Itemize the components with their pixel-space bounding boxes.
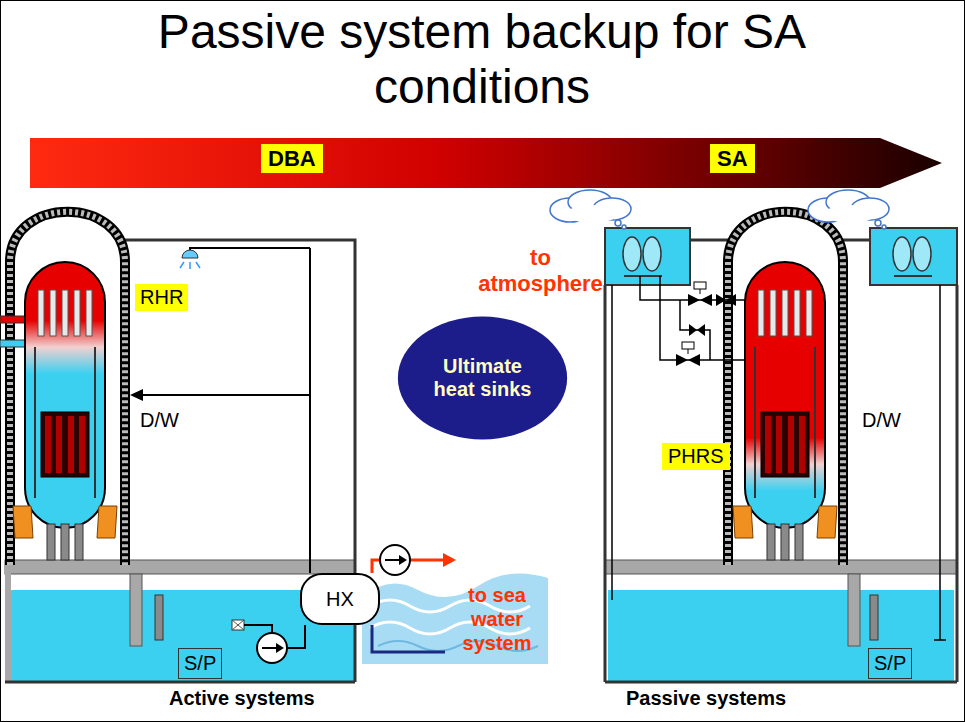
sea-water-part: [380, 545, 410, 575]
zone-label: D/W: [862, 408, 901, 432]
passive-plant-part-part: [716, 294, 726, 306]
passive-plant-part-part: [700, 294, 712, 306]
section-caption: Passive systems: [626, 686, 786, 710]
node-text: Ultimate heat sinks: [423, 355, 543, 401]
passive-plant-part-part: [688, 354, 700, 366]
page-title: Passive system backup for SA conditions: [102, 4, 862, 114]
steam-cloud-part: [882, 225, 886, 229]
passive-plant-part: [608, 590, 954, 682]
active-plant-part: [13, 262, 117, 560]
heat-exchanger-box: HX: [300, 573, 380, 625]
active-plant-part: [5, 560, 11, 682]
node-text: S/P: [184, 652, 216, 675]
phase-tag: SA: [710, 144, 755, 173]
active-plant-part: [262, 647, 278, 649]
active-plant-part: [10, 212, 125, 565]
passive-plant-part: [605, 240, 957, 682]
active-plant-part: [244, 625, 272, 633]
passive-plant-part: [676, 294, 736, 366]
passive-plant-part-part: [688, 294, 700, 306]
steam-cloud-part: [566, 205, 618, 223]
flow-note: to atmosphere: [473, 245, 608, 298]
heat-sink-ellipse: Ultimate heat sinks: [397, 316, 568, 440]
passive-plant-part-part: [697, 324, 705, 336]
passive-plant-part-part: [733, 290, 837, 560]
passive-plant-part: [848, 574, 860, 646]
active-plant-part: [232, 620, 244, 630]
phase-tag: DBA: [261, 144, 323, 173]
steam-cloud-part: [875, 220, 881, 226]
passive-plant-part: [640, 276, 745, 360]
steam-cloud: [550, 190, 889, 229]
passive-plant-part: [733, 262, 837, 560]
passive-plant-part: [688, 289, 700, 354]
passive-plant-part: [605, 560, 957, 574]
section-caption: Active systems: [169, 686, 315, 710]
sea-water-part: [372, 625, 445, 652]
sea-water-part: [362, 574, 548, 665]
steam-cloud-part: [622, 225, 626, 229]
flow-note: to sea water system: [447, 583, 547, 655]
sea-water: [362, 545, 548, 664]
ellipse-shape: [398, 317, 567, 440]
system-tag: RHR: [135, 284, 188, 311]
passive-plant-part-part: [726, 294, 736, 306]
passive-plant: [605, 212, 957, 682]
system-tag: PHRS: [662, 443, 730, 470]
passive-plant-part-part: [893, 237, 911, 271]
node-text: HX: [326, 588, 354, 611]
passive-plant-part-part: [643, 237, 661, 271]
pool-tag: S/P: [178, 648, 222, 679]
active-plant-part: [0, 316, 27, 323]
sea-water-part: [443, 553, 456, 567]
active-plant-part: [180, 262, 200, 269]
passive-plant-part: [682, 282, 706, 349]
node-text: RHR: [140, 286, 183, 309]
passive-plant-part-part: [682, 342, 694, 349]
sea-water-part: [385, 559, 401, 561]
active-plant-part: [257, 633, 287, 663]
pool-tag: S/P: [868, 648, 912, 679]
passive-plant-part: [728, 212, 843, 565]
node-text: S/P: [874, 652, 906, 675]
passive-plant-part-part: [689, 324, 697, 336]
node-text: PHRS: [668, 445, 724, 468]
active-plant-part: [142, 394, 310, 396]
active-plant-part: [5, 560, 355, 574]
node-text: DBA: [268, 146, 316, 171]
passive-plant-part-part: [694, 282, 706, 289]
active-plant-part: [155, 595, 163, 640]
active-plant-part: [232, 620, 244, 630]
active-plant-part: [5, 240, 355, 682]
active-plant-part: [10, 212, 125, 565]
steam-cloud-part: [615, 220, 621, 226]
node-text: SA: [717, 146, 748, 171]
active-plant-part: [0, 340, 27, 347]
timeline-arrow: [30, 138, 942, 188]
passive-plant-part-part: [913, 237, 931, 271]
active-plant-part: [309, 248, 311, 573]
passive-plant-part-part: [623, 237, 641, 271]
active-plant-part: [276, 643, 284, 653]
passive-plant-part-part: [676, 354, 688, 366]
passive-plant-part: [870, 595, 878, 640]
sea-water-part: [399, 555, 407, 565]
active-plant-part: [182, 250, 198, 258]
zone-label: D/W: [140, 408, 179, 432]
steam-cloud-part: [824, 205, 876, 223]
passive-plant-part: [728, 212, 843, 565]
active-plant-part-part: [13, 290, 117, 560]
active-plant-part: [287, 625, 305, 648]
active-plant-part: [130, 389, 143, 401]
active-plant-part: [190, 248, 310, 252]
active-plant-part: [130, 574, 142, 646]
